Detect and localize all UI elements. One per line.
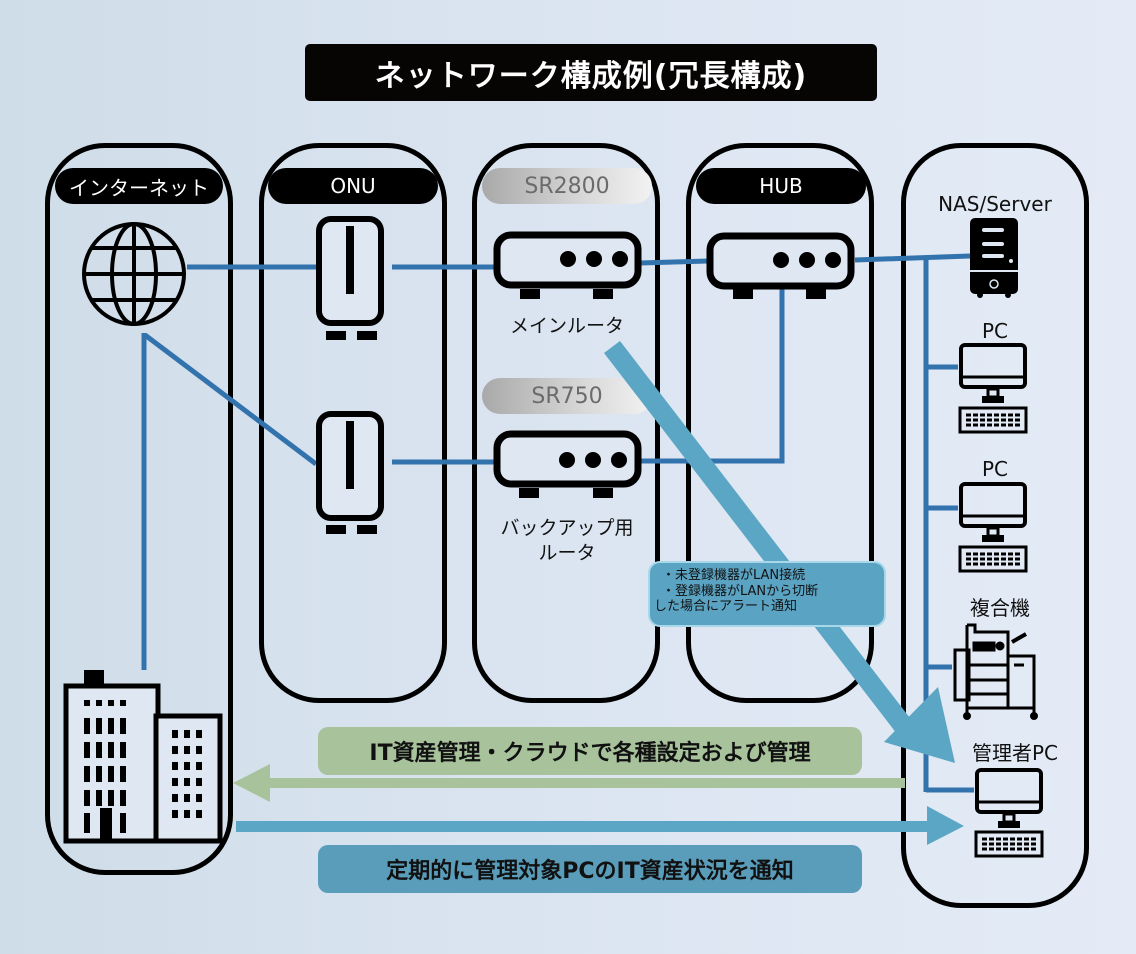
cloud-management-label: IT資産管理・クラウドで各種設定および管理 — [318, 727, 862, 775]
callout-line-3: した場合にアラート通知 — [654, 599, 798, 615]
main-router-model: SR2800 — [482, 168, 652, 204]
link-router2-hub — [640, 288, 785, 464]
callout-line-2: ・登録機器がLANから切断 — [662, 583, 819, 599]
globe-icon — [82, 222, 186, 326]
office-building-icon — [63, 670, 223, 844]
printer-icon — [953, 623, 1038, 720]
diagram-title: ネットワーク構成例(冗長構成) — [305, 44, 877, 101]
pc-icon-2 — [958, 482, 1028, 573]
network-links — [141, 253, 974, 793]
pc1-label: PC — [981, 319, 1009, 343]
mfp-label: 複合機 — [970, 596, 1030, 620]
admin-pc-icon — [974, 768, 1044, 858]
link-router1-hub — [639, 258, 709, 266]
pc2-label: PC — [981, 457, 1009, 481]
alert-callout: ・未登録機器がLAN接続 ・登録機器がLANから切断 した場合にアラート通知 — [648, 561, 886, 627]
onu-header: ONU — [268, 168, 438, 204]
callout-line-1: ・未登録機器がLAN接続 — [662, 568, 806, 583]
backup-router-label-line2: ルータ — [538, 542, 596, 564]
hub-header: HUB — [696, 168, 866, 204]
backup-router-model: SR750 — [482, 378, 652, 414]
hub-column — [686, 143, 874, 703]
link-internet-onu2 — [143, 333, 318, 466]
link-hub-nas — [854, 253, 971, 263]
onu-icon-1 — [316, 216, 384, 340]
admin-pc-label: 管理者PC — [971, 741, 1059, 765]
router-column — [472, 143, 660, 703]
asset-report-label: 定期的に管理対象PCのIT資産状況を通知 — [318, 845, 862, 893]
backup-router-label-line1: バックアップ用 — [500, 517, 634, 539]
pc-icon-1 — [958, 343, 1028, 434]
onu-icon-2 — [316, 411, 384, 534]
report-arrow — [236, 806, 964, 845]
alert-arrow — [604, 341, 955, 763]
cloud-arrow — [233, 764, 905, 802]
server-icon — [970, 218, 1018, 298]
hub-icon — [706, 232, 855, 299]
devices-column — [901, 143, 1089, 908]
main-router-label: メインルータ — [509, 315, 624, 337]
backup-router-icon — [493, 430, 642, 498]
internet-column — [45, 143, 233, 875]
internet-header: インターネット — [55, 168, 223, 204]
main-router-icon — [493, 231, 642, 299]
nas-label: NAS/Server — [938, 192, 1052, 216]
